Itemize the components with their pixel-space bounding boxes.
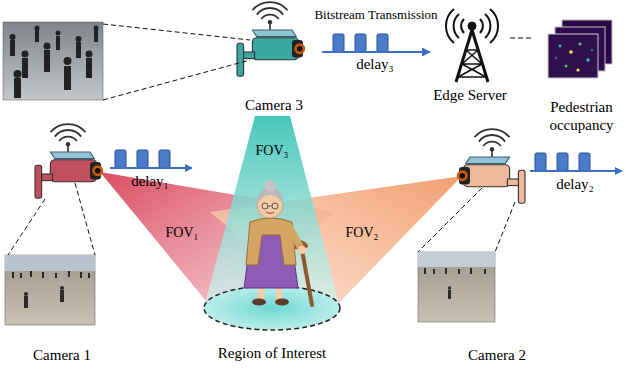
camera-label: Camera 1 — [12, 340, 112, 364]
delay-label: delay₂ — [556, 175, 594, 193]
camera-label: Camera 3 — [226, 2, 322, 114]
camera-photo — [5, 183, 95, 325]
region-ellipse — [204, 286, 340, 330]
node-text: Camera 3 — [245, 96, 303, 114]
transmission-arrow — [530, 170, 622, 172]
camera-icon — [35, 124, 103, 198]
camera-icon — [237, 2, 305, 76]
server-label: Edge Server — [430, 2, 510, 104]
transmission-arrow — [110, 167, 192, 169]
node-text: Camera 2 — [468, 346, 526, 364]
server-tower — [446, 9, 498, 82]
fov-label: FOV₂ — [346, 224, 379, 242]
camera-photo — [3, 22, 250, 100]
leader-line — [510, 38, 534, 39]
elderly-person — [244, 180, 312, 306]
camera-icon — [457, 129, 525, 203]
delay-label: delay₁ — [131, 172, 169, 190]
region-label: Region of Interest — [218, 344, 326, 362]
fov-label: FOV₁ — [166, 224, 199, 242]
bitstream-arrow — [322, 51, 430, 53]
fov-regions — [100, 116, 462, 312]
node-text: Camera 1 — [33, 346, 91, 364]
fov-label: FOV₃ — [256, 142, 289, 160]
delay-label: delay₃ — [356, 55, 394, 73]
occupancy-maps — [548, 20, 612, 78]
node-text: Edge Server — [433, 86, 507, 104]
occupancy-label: Pedestrian occupancy — [534, 14, 629, 134]
camera-photo — [418, 188, 515, 322]
fov-teal — [206, 116, 338, 300]
bitstream-bars — [115, 34, 590, 171]
camera-label: Camera 2 — [447, 340, 547, 364]
node-text: Pedestrian occupancy — [534, 98, 629, 134]
edge-label: Bitstream Transmission — [313, 6, 438, 24]
